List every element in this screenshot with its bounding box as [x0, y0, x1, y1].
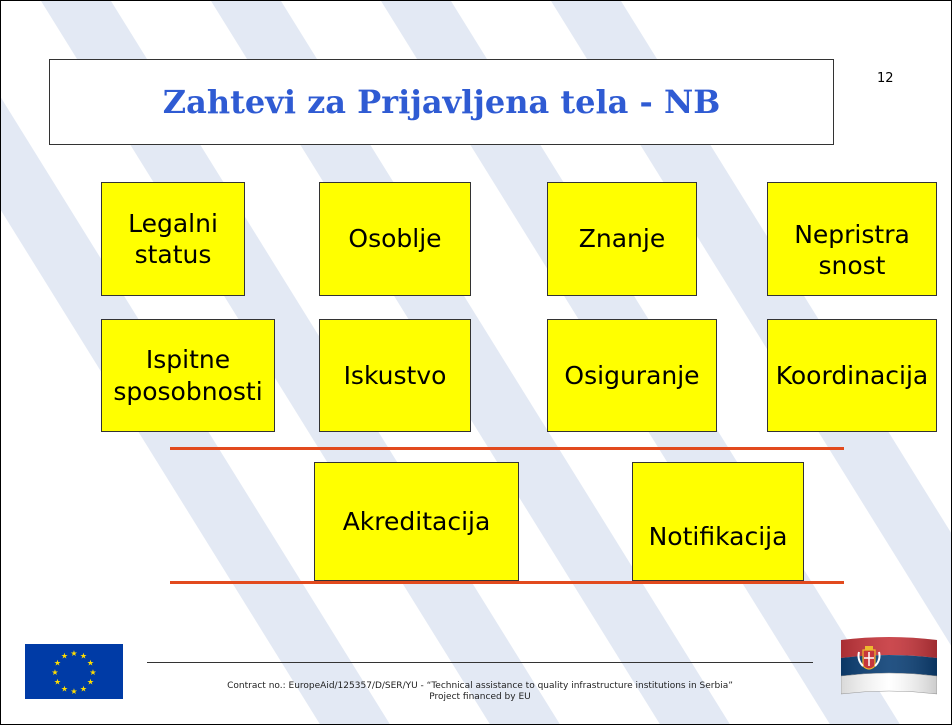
requirement-label: Nepristra snost — [794, 219, 910, 280]
requirement-testing-capabilities: Ispitne sposobnosti — [101, 319, 275, 432]
requirement-label: Osoblje — [348, 224, 442, 254]
eu-flag-icon: ★ ★ ★ ★ ★ ★ ★ ★ ★ ★ ★ ★ — [25, 644, 123, 699]
divider-bottom — [170, 581, 844, 584]
requirement-label: Legalni status — [128, 208, 218, 269]
page-number: 12 — [877, 71, 894, 86]
svg-text:★: ★ — [54, 678, 61, 687]
svg-text:★: ★ — [51, 668, 58, 677]
process-label: Notifikacija — [648, 521, 788, 551]
svg-text:★: ★ — [54, 659, 61, 668]
svg-text:★: ★ — [80, 685, 87, 694]
requirement-insurance: Osiguranje — [547, 319, 717, 432]
requirement-knowledge: Znanje — [547, 182, 697, 296]
requirement-staff: Osoblje — [319, 182, 471, 296]
footer: Contract no.: EuropeAid/125357/D/SER/YU … — [147, 681, 813, 703]
requirement-experience: Iskustvo — [319, 319, 471, 432]
requirement-coordination: Koordinacija — [767, 319, 937, 432]
requirement-label: Ispitne sposobnosti — [113, 345, 263, 406]
slide-title: Zahtevi za Prijavljena tela - NB — [162, 83, 721, 121]
svg-text:★: ★ — [61, 652, 68, 661]
process-accreditation: Akreditacija — [314, 462, 519, 581]
requirement-label: Osiguranje — [564, 360, 700, 390]
svg-text:★: ★ — [87, 678, 94, 687]
svg-text:★: ★ — [70, 649, 77, 658]
svg-text:★: ★ — [61, 685, 68, 694]
footer-financing: Project financed by EU — [429, 692, 531, 702]
svg-text:★: ★ — [70, 687, 77, 696]
svg-text:★: ★ — [80, 652, 87, 661]
requirement-label: Znanje — [578, 224, 666, 254]
footer-rule — [147, 662, 813, 663]
process-notification: Notifikacija — [632, 462, 804, 581]
process-label: Akreditacija — [342, 506, 491, 536]
svg-text:★: ★ — [87, 659, 94, 668]
divider-top — [170, 447, 844, 450]
footer-contract: Contract no.: EuropeAid/125357/D/SER/YU … — [227, 681, 733, 691]
requirement-legal-status: Legalni status — [101, 182, 245, 296]
requirement-label: Koordinacija — [775, 360, 929, 390]
requirement-impartiality: Nepristra snost — [767, 182, 937, 296]
serbia-flag-icon — [841, 637, 937, 695]
title-box: Zahtevi za Prijavljena tela - NB — [49, 59, 834, 145]
svg-text:★: ★ — [89, 668, 96, 677]
requirement-label: Iskustvo — [343, 360, 447, 390]
